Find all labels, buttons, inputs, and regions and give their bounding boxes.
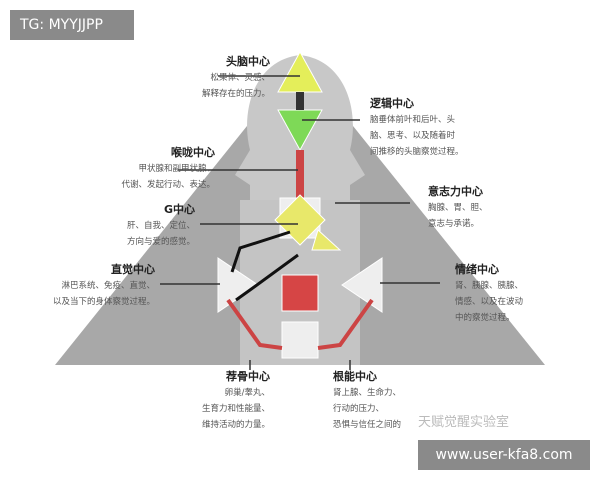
url-badge: www.user-kfa8.com — [418, 440, 590, 470]
label-text: 直觉中心 — [111, 263, 155, 276]
label-text: 逻辑中心 — [370, 97, 414, 110]
label-text: 头脑中心 — [226, 55, 270, 68]
channel-ajna-throat — [296, 150, 304, 198]
label-text: 方向与爱的感觉。 — [126, 237, 195, 247]
label-text: 中的察觉过程。 — [455, 313, 515, 323]
label-text: 荐骨中心 — [226, 370, 270, 383]
label-text: 行动的压力、 — [333, 404, 385, 414]
channel-black — [230, 230, 299, 302]
label-text: 脑、思考、以及随着时 — [370, 131, 456, 141]
label-text: 恐惧与信任之间的 — [333, 420, 402, 430]
label-text: 脑垂体前叶和后叶、头 — [370, 115, 456, 125]
label-head-center: 头脑中心 松果体、灵感、解释存在的压力。 — [150, 54, 270, 102]
label-text: 以及当下的身体察觉过程。 — [52, 297, 155, 307]
leader-lines — [160, 75, 440, 370]
label-text: 维持活动的力量。 — [201, 420, 270, 430]
label-will-center: 意志力中心 胸腺、胃、胆、意志与承诺。 — [428, 184, 528, 232]
label-emotion-center: 情绪中心 肾、胰腺、胰腺、情感、以及在波动中的察觉过程。 — [455, 262, 555, 326]
watermark: 天赋觉醒实验室 — [418, 415, 510, 430]
label-text: 情绪中心 — [455, 263, 499, 276]
will-center — [311, 229, 342, 251]
label-text: 解释存在的压力。 — [201, 89, 270, 99]
label-ajna-center: 逻辑中心 脑垂体前叶和后叶、头脑、思考、以及随着时间推移的头脑察觉过程。 — [370, 96, 500, 160]
label-text: 生育力和性能量、 — [201, 404, 270, 414]
channel-red-right — [317, 298, 374, 350]
label-text: 情感、以及在波动 — [455, 297, 524, 307]
label-text: 肾、胰腺、胰腺、 — [455, 281, 524, 291]
channel-red-left — [226, 298, 283, 350]
label-text: 肝、自我、定位、 — [126, 221, 195, 231]
sacral-center — [281, 274, 319, 312]
label-g-center: G中心 肝、自我、定位、方向与爱的感觉。 — [95, 202, 195, 250]
label-root-center: 根能中心 肾上腺、生命力、行动的压力、恐惧与信任之间的 — [333, 369, 433, 433]
root-center — [281, 321, 319, 359]
label-sacral-center: 荐骨中心 卵巢/睾丸、生育力和性能量、维持活动的力量。 — [180, 369, 270, 433]
label-text: 卵巢/睾丸、 — [224, 388, 270, 398]
label-text: G中心 — [163, 203, 195, 216]
channel-head-ajna — [296, 92, 304, 110]
label-spleen-center: 直觉中心 淋巴系统、免疫、直觉、以及当下的身体察觉过程。 — [40, 262, 155, 310]
label-text: 间推移的头脑察觉过程。 — [370, 147, 464, 157]
label-text: 根能中心 — [333, 370, 377, 383]
label-text: 松果体、灵感、 — [210, 73, 270, 83]
label-text: 意志与承诺。 — [428, 219, 480, 229]
label-throat-center: 喉咙中心 甲状腺和副甲状腺、代谢、发起行动、表达。 — [95, 145, 215, 193]
label-text: 淋巴系统、免疫、直觉、 — [61, 281, 155, 291]
label-text: 代谢、发起行动、表达。 — [121, 180, 215, 190]
label-text: 胸腺、胃、胆、 — [428, 203, 488, 213]
emotion-center — [341, 257, 383, 313]
label-text: 喉咙中心 — [171, 146, 215, 159]
label-text: 意志力中心 — [428, 185, 483, 198]
label-text: 甲状腺和副甲状腺、 — [138, 164, 215, 174]
tg-badge: TG: MYYJJPP — [10, 10, 134, 40]
label-text: 肾上腺、生命力、 — [333, 388, 402, 398]
